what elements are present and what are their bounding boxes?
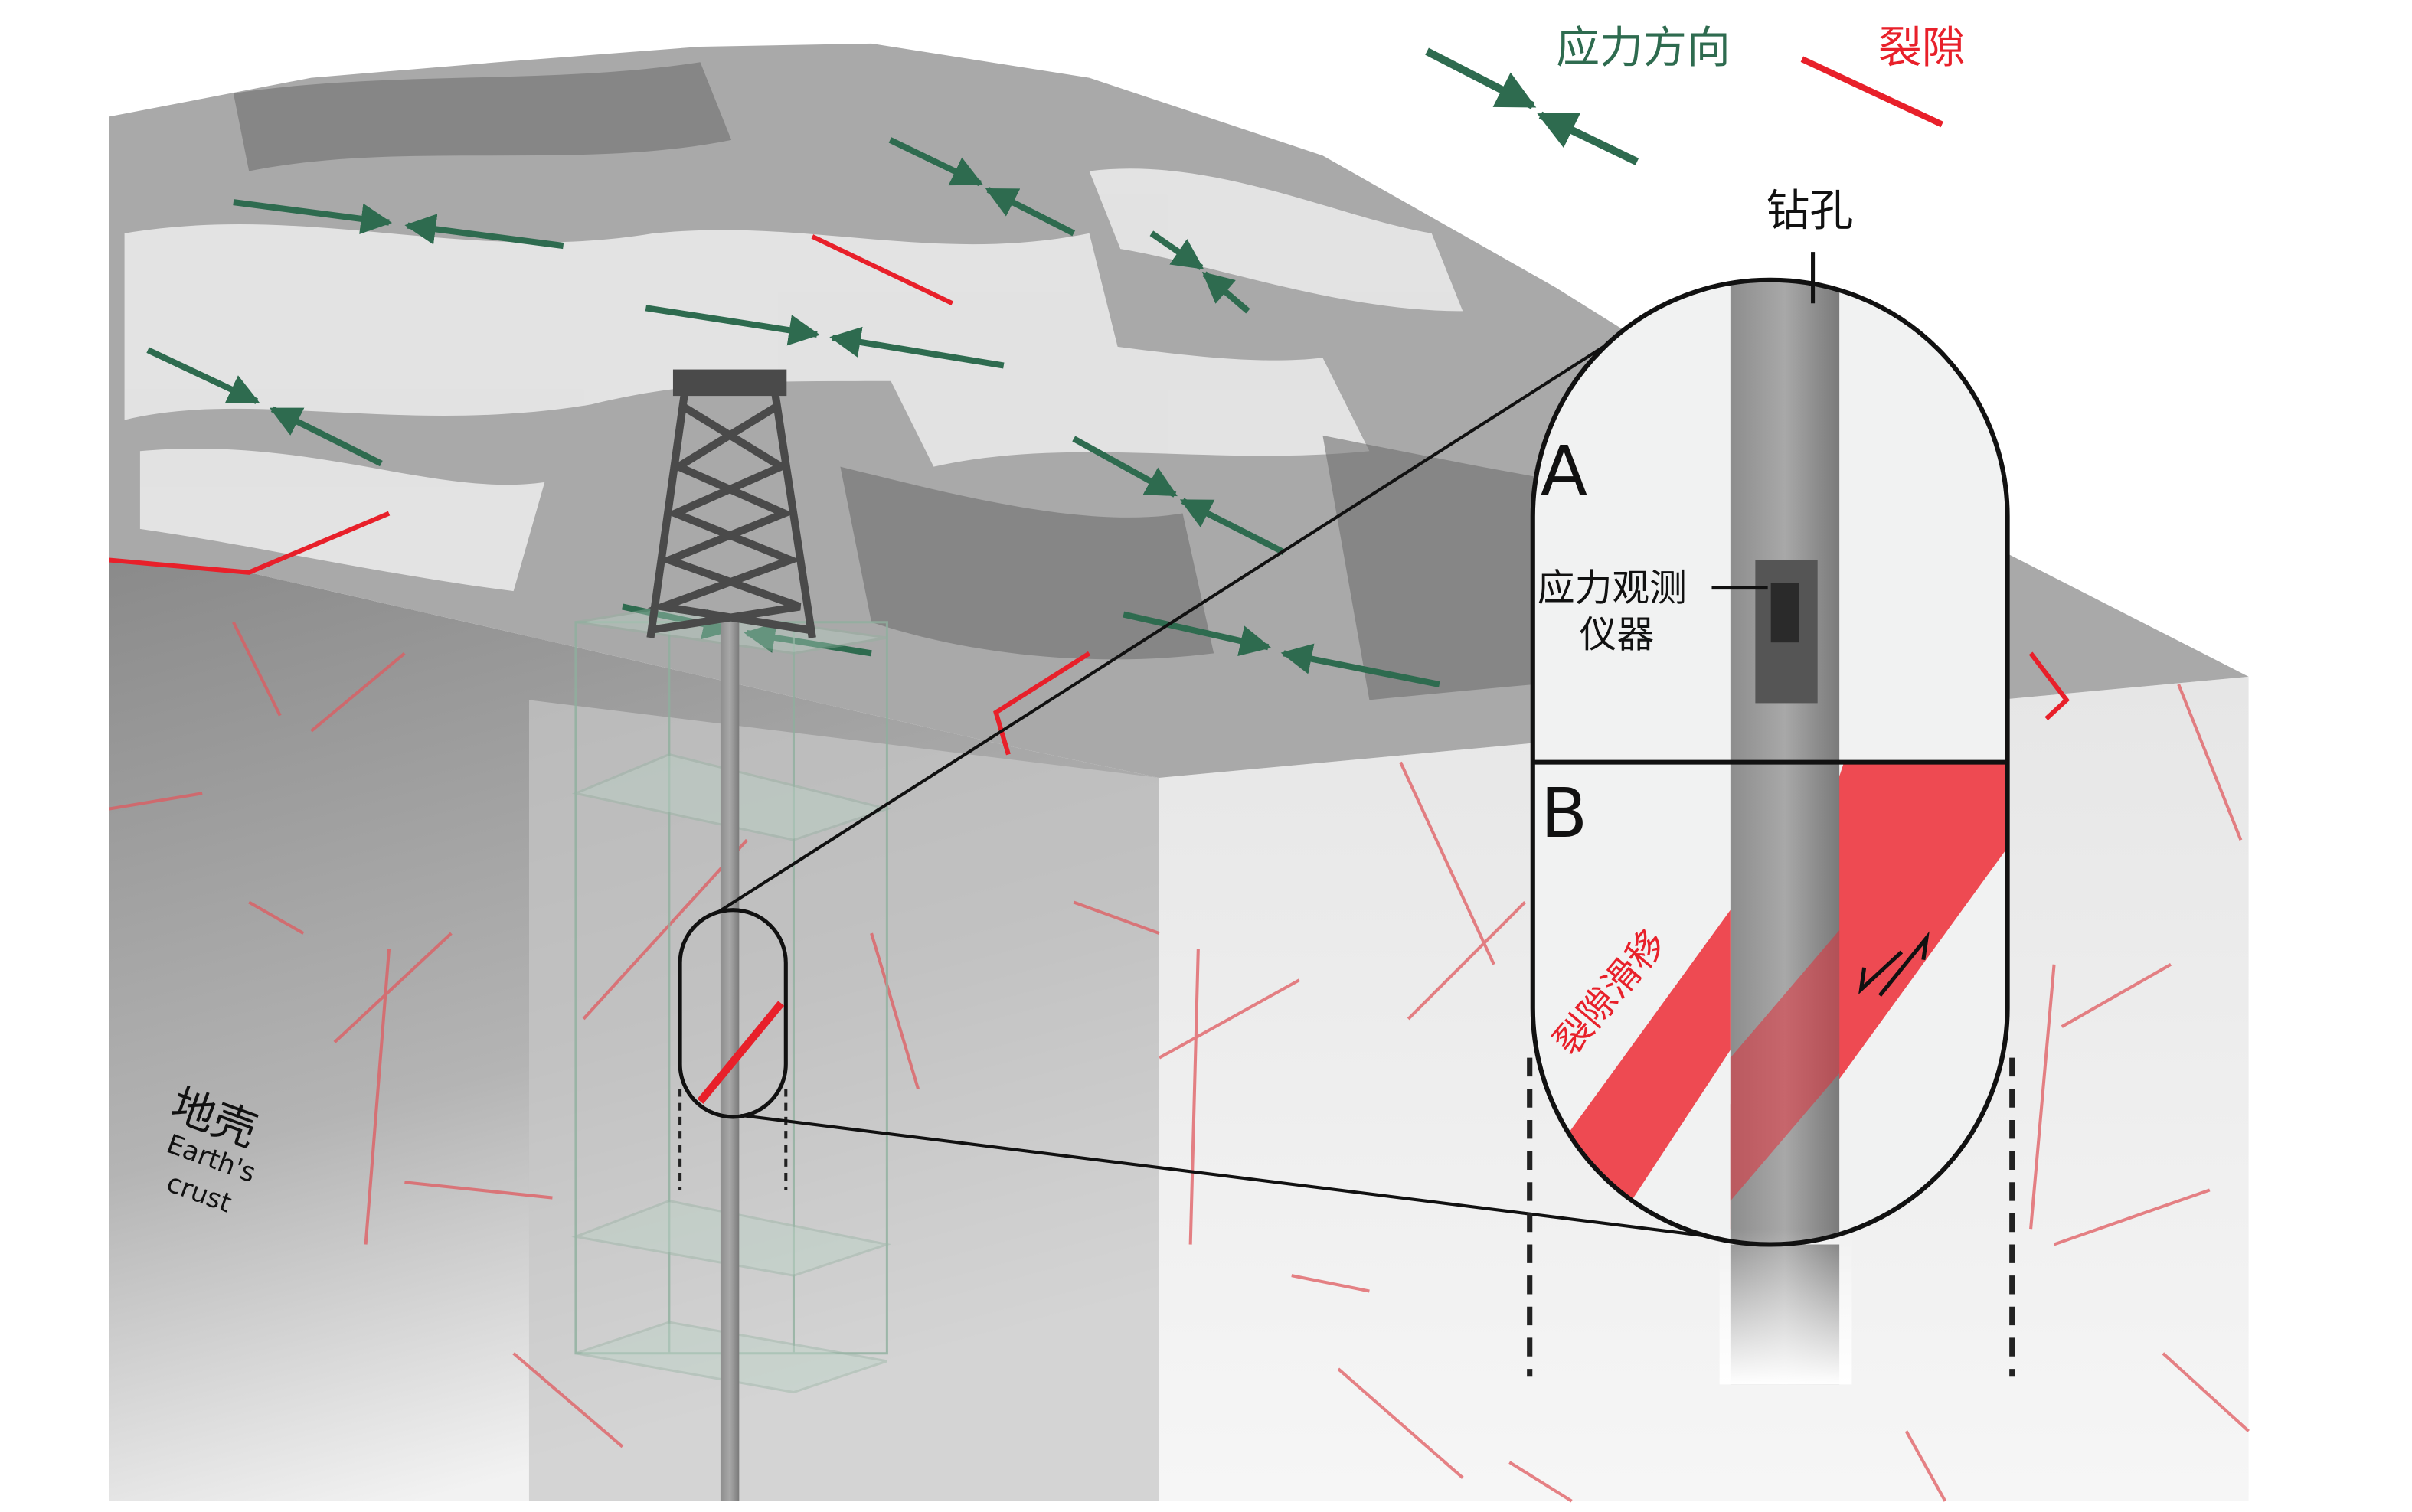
borehole-label: 钻孔: [1767, 186, 1854, 237]
borehole-tube: [1730, 279, 1840, 1245]
cutaway-inner-wall: [528, 700, 1160, 1501]
zoom-connector-lines: [717, 341, 1775, 1246]
instrument-label-line1: 应力观测: [1538, 567, 1687, 609]
section-b-label: B: [1541, 774, 1587, 854]
small-fracture-slip: [697, 1001, 785, 1104]
stress-arrows: [146, 137, 1440, 688]
surface-fractures: [108, 234, 2070, 756]
band-over-tube: [1730, 930, 1840, 1201]
slip-arrows: [1858, 931, 1930, 998]
section-a-label: A: [1541, 432, 1587, 511]
legend-stress-icon: [1425, 47, 1639, 165]
instrument-label-line2: 仪器: [1580, 613, 1655, 656]
drilling-rig-icon: [646, 369, 816, 638]
legend-fracture-icon: [1800, 56, 1943, 128]
stress-sensor: [1770, 583, 1799, 643]
legend-fracture-label: 裂隙: [1878, 22, 1966, 73]
crust-fractures: [108, 621, 2250, 1503]
borehole-segment-marker: [678, 908, 788, 1119]
small-capsule-dashes: [678, 1089, 788, 1190]
legend-stress-label: 应力方向: [1556, 22, 1731, 73]
capsule-dashes: [1527, 1057, 2015, 1377]
